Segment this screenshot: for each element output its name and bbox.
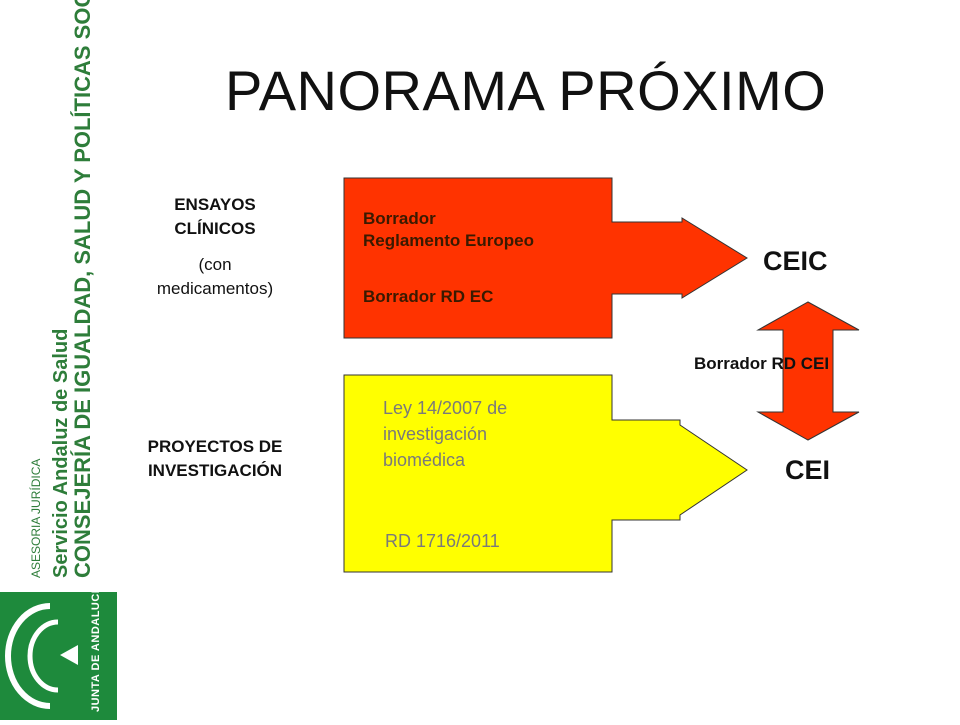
ensayos-doc-2: Borrador RD EC <box>363 287 494 306</box>
ensayos-doc-line-2: Reglamento Europeo <box>363 231 534 250</box>
ensayos-category-line-2: CLÍNICOS <box>174 219 256 238</box>
link-label: Borrador RD CEI <box>694 354 830 373</box>
proyectos-category: PROYECTOS DE INVESTIGACIÓN <box>110 435 320 483</box>
junta-logo: JUNTA DE ANDALUCIA <box>0 581 117 720</box>
proyectos-doc-1: Ley 14/2007 de investigación biomédica <box>383 395 507 473</box>
ensayos-arrow <box>343 177 748 339</box>
ensayos-category: ENSAYOS CLÍNICOS <box>140 193 290 241</box>
proyectos-doc-2: RD 1716/2011 <box>385 531 500 551</box>
junta-logo-text: JUNTA DE ANDALUCIA <box>90 581 102 712</box>
double-arrow <box>756 301 860 441</box>
cei-label: CEI <box>785 455 831 485</box>
ensayos-doc-line-1: Borrador <box>363 209 436 228</box>
proyectos-doc-line-2: investigación <box>383 424 488 444</box>
asesoria-vertical-text: ASESORIA JURÍDICA <box>29 458 43 578</box>
slide-title: PANORAMA PRÓXIMO <box>225 59 827 122</box>
proyectos-doc-line-1: Ley 14/2007 de <box>383 398 508 418</box>
proyectos-arrow <box>343 374 748 573</box>
proyectos-doc-line-3: biomédica <box>383 450 466 470</box>
consejeria-vertical-text: CONSEJERÍA DE IGUALDAD, SALUD Y POLÍTICA… <box>70 0 95 578</box>
ensayos-doc-1: Borrador Reglamento Europeo <box>363 208 534 252</box>
ceic-label: CEIC <box>763 246 828 276</box>
ensayos-sub-line-1: (con <box>198 255 232 274</box>
ensayos-category-line-1: ENSAYOS <box>174 195 256 214</box>
ensayos-sub-line-2: medicamentos) <box>156 279 274 298</box>
proyectos-category-line-2: INVESTIGACIÓN <box>147 461 283 480</box>
proyectos-category-line-1: PROYECTOS DE <box>147 437 283 456</box>
ensayos-subcategory: (con medicamentos) <box>125 253 305 301</box>
junta-emblem-icon <box>5 603 78 709</box>
sas-vertical-text: Servicio Andaluz de Salud <box>50 328 72 578</box>
